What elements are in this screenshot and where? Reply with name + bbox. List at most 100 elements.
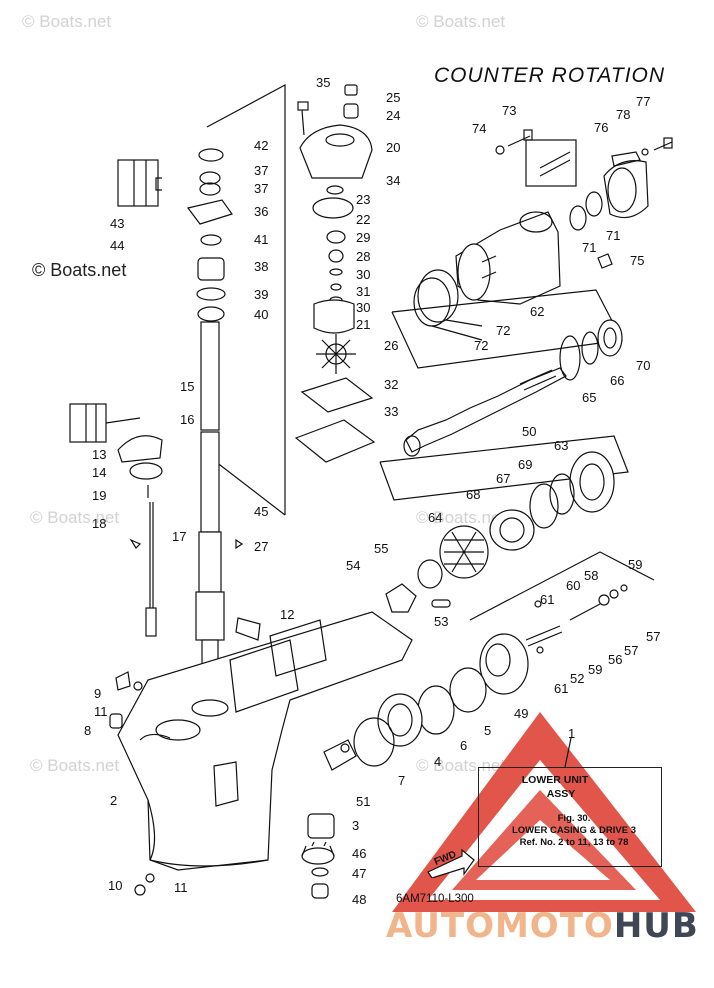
part-label: 59	[588, 662, 603, 677]
watermark: © Boats.net	[30, 508, 120, 527]
watermark: © Boats.net	[32, 260, 127, 280]
part-label: 55	[374, 541, 389, 556]
brand-part-a: AUTOMOTO	[386, 906, 614, 946]
part-label: 18	[92, 516, 107, 531]
part-label: 70	[636, 358, 651, 373]
forward-gear-group	[385, 451, 615, 613]
part-label: 47	[352, 866, 367, 881]
assembly-sub: ASSY	[546, 788, 576, 800]
part-label: 43	[110, 216, 125, 231]
part-label: 31	[356, 284, 371, 299]
part-label: 67	[496, 471, 511, 486]
part-label: 51	[356, 794, 371, 809]
part-label: 24	[386, 108, 401, 123]
part-label: 39	[254, 287, 269, 302]
part-label: 69	[518, 457, 533, 472]
part-label: 20	[386, 140, 401, 155]
part-label: 32	[384, 377, 399, 392]
part-label: 35	[316, 75, 331, 90]
part-label: 12	[280, 607, 295, 622]
part-label: 44	[110, 238, 125, 253]
lower-casing	[117, 611, 413, 871]
part-label: 56	[608, 652, 623, 667]
figure-number: Fig. 30.	[557, 813, 591, 824]
part-label: 60	[566, 578, 581, 593]
watermark: © Boats.net	[416, 12, 506, 31]
part-label: 58	[584, 568, 599, 583]
part-label: 61	[554, 681, 569, 696]
part-label: 11	[94, 704, 108, 719]
part-label: 1	[568, 726, 576, 741]
part-label: 8	[84, 723, 92, 738]
part-label: 17	[172, 529, 187, 544]
part-label: 21	[356, 317, 371, 332]
part-label: 38	[254, 259, 269, 274]
part-label: 22	[356, 212, 371, 227]
figure-title: LOWER CASING & DRIVE 3	[511, 825, 637, 836]
watermark: © Boats.net	[416, 756, 506, 775]
part-label: 46	[352, 846, 367, 861]
part-label: 6	[460, 738, 468, 753]
part-label: 57	[624, 643, 639, 658]
part-label: 25	[386, 90, 401, 105]
propeller-shaft	[403, 319, 623, 457]
part-label: 37	[254, 163, 269, 178]
part-label: 72	[496, 323, 511, 338]
reference-range: Ref. No. 2 to 11, 13 to 78	[519, 837, 629, 848]
part-label: 11	[174, 880, 188, 895]
part-label: 2	[110, 793, 118, 808]
watermark: © Boats.net	[22, 12, 112, 31]
part-label: 65	[582, 390, 597, 405]
part-label: 45	[254, 504, 269, 519]
part-label: 42	[254, 138, 269, 153]
part-label: 59	[628, 557, 643, 572]
part-label: 30	[356, 300, 371, 315]
brand-logo: AUTOMOTOHUB	[386, 906, 699, 946]
pinion-group	[301, 739, 357, 899]
drawing-code: 6AM7110-L300	[396, 893, 474, 905]
drive-shaft	[117, 148, 233, 665]
part-label: 30	[356, 267, 371, 282]
watermark: © Boats.net	[416, 508, 506, 527]
part-label: 57	[646, 629, 661, 644]
part-label: 68	[466, 487, 481, 502]
diagram-title: COUNTER ROTATION	[434, 64, 666, 87]
fwd-arrow-icon	[427, 848, 475, 878]
part-label: 29	[356, 230, 371, 245]
shift-rod	[69, 403, 163, 637]
part-label: 66	[610, 373, 625, 388]
reverse-gear-group	[353, 584, 628, 767]
part-label: 3	[352, 818, 360, 833]
part-label: 74	[472, 121, 487, 136]
assembly-name: LOWER UNIT	[521, 774, 589, 786]
part-label: 73	[502, 103, 517, 118]
counter-rotation-group	[379, 129, 673, 621]
part-label: 52	[570, 671, 585, 686]
part-label: 33	[384, 404, 399, 419]
water-pump-group	[206, 83, 376, 516]
part-label: 72	[474, 338, 489, 353]
part-label: 61	[540, 592, 555, 607]
part-label: 27	[254, 539, 269, 554]
part-label: 48	[352, 892, 367, 907]
part-label: 49	[514, 706, 529, 721]
part-label: 78	[616, 107, 631, 122]
part-label: 36	[254, 204, 269, 219]
watermark: © Boats.net	[30, 756, 120, 775]
part-label: 71	[606, 228, 621, 243]
brand-part-b: HUB	[613, 906, 699, 946]
part-label: 50	[522, 424, 537, 439]
part-label: 15	[180, 379, 195, 394]
part-label: 63	[554, 438, 569, 453]
part-label: 41	[254, 232, 269, 247]
part-label: 16	[180, 412, 195, 427]
part-label: 53	[434, 614, 449, 629]
casing-fasteners	[109, 538, 261, 896]
part-label: 64	[428, 510, 443, 525]
part-label: 9	[94, 686, 102, 701]
part-label: 54	[346, 558, 361, 573]
part-label: 14	[92, 465, 107, 480]
part-label: 28	[356, 249, 371, 264]
part-label: 75	[630, 253, 645, 268]
